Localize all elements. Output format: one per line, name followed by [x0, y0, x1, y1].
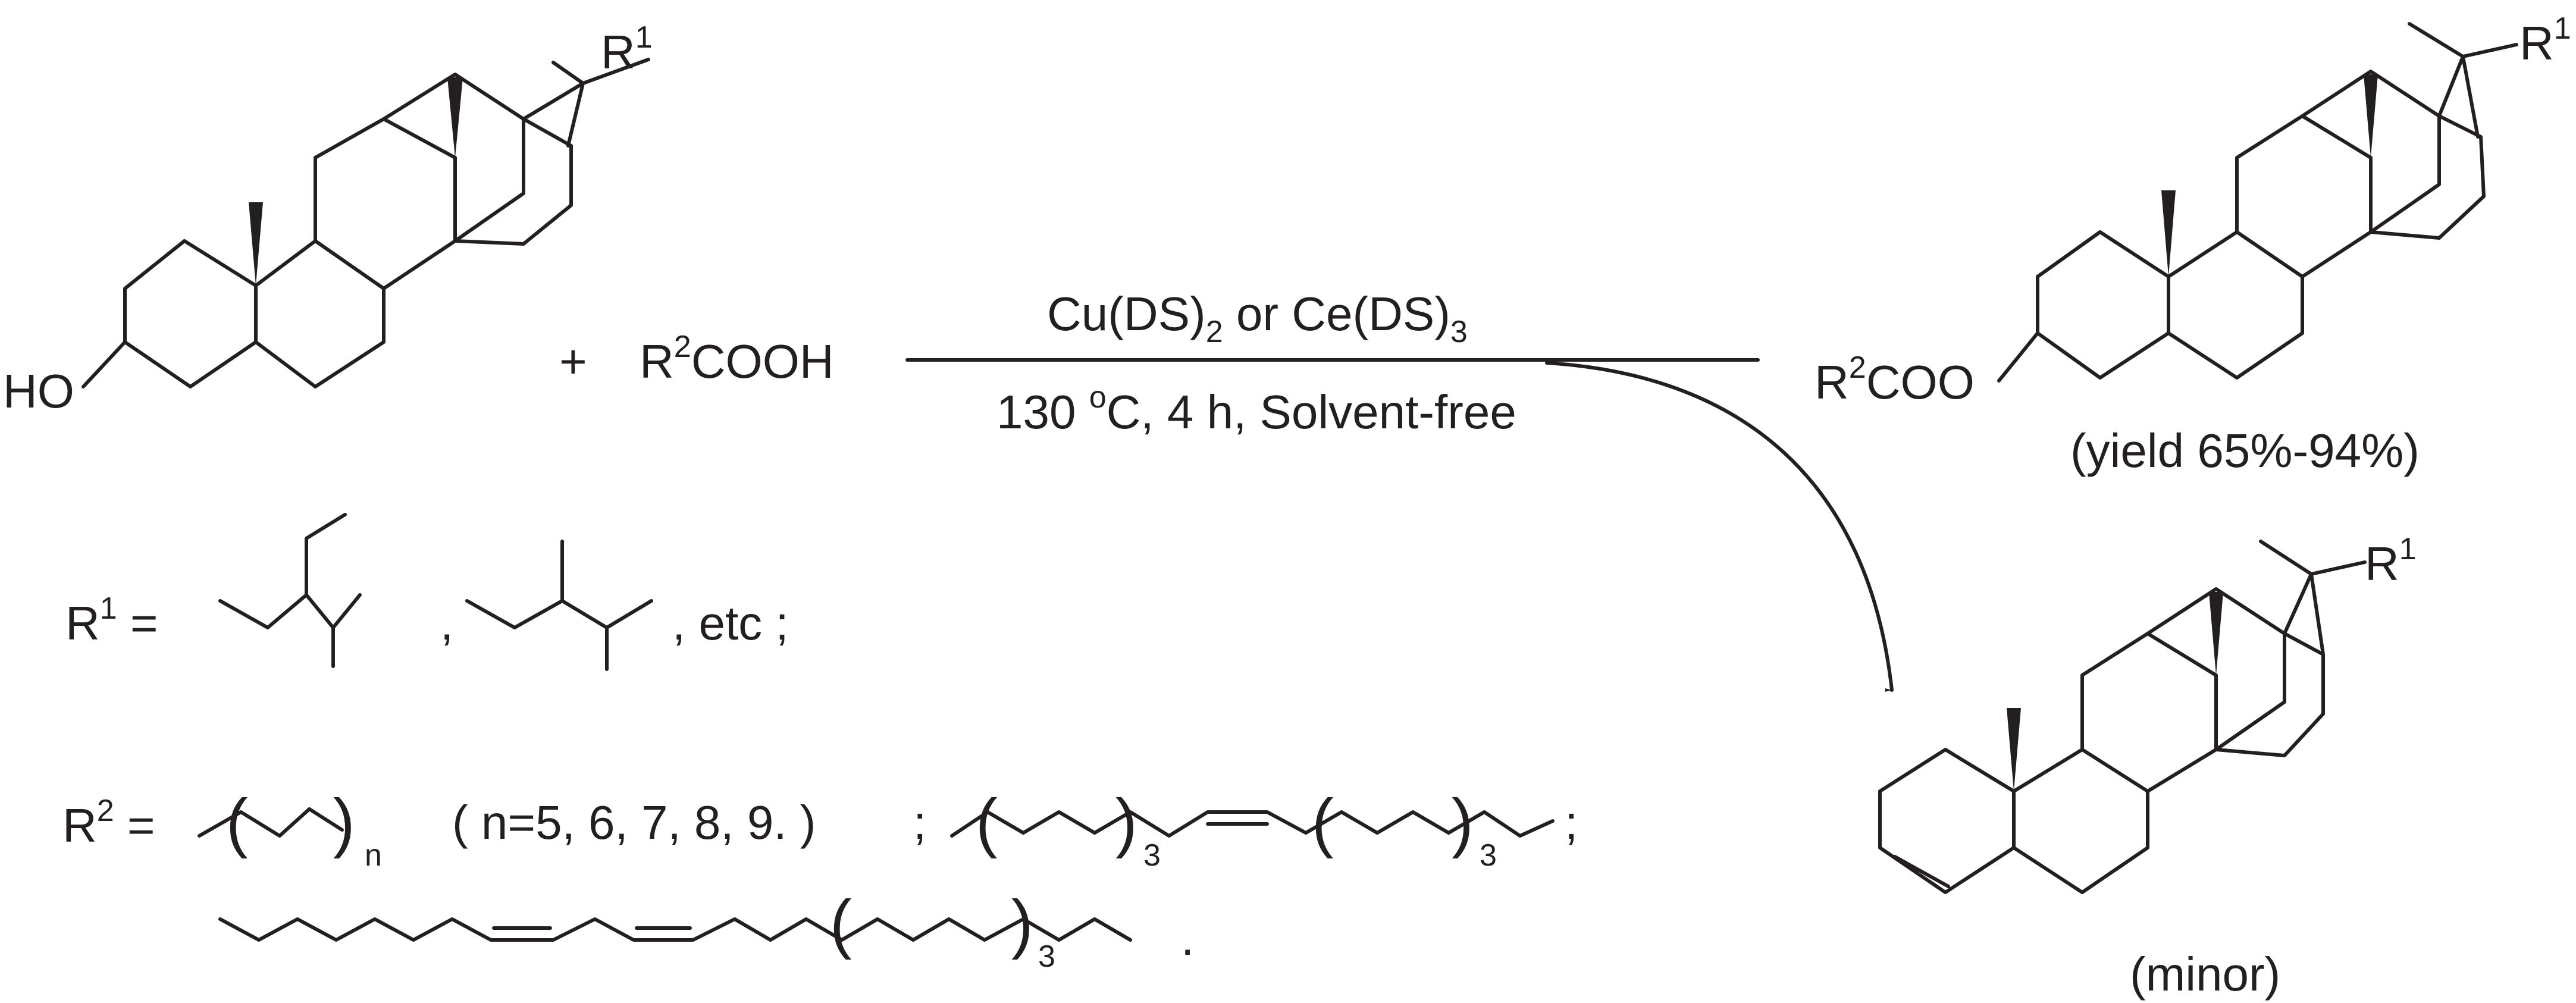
svg-text:R1: R1 — [601, 20, 653, 79]
svg-text:R1: R1 — [2519, 11, 2571, 70]
r2-oleyl-paren-close-2: ) — [1452, 786, 1474, 859]
r2-chain-n — [198, 807, 344, 838]
r1-substituent-b — [465, 540, 653, 671]
ester-methyl-wedge-c10 — [2161, 190, 2176, 277]
acid-rest: COOH — [691, 335, 834, 388]
svg-text:R2COO: R2COO — [1815, 350, 1975, 409]
r2-semicolon-1: ; — [913, 796, 926, 849]
r2-def-sup: 2 — [97, 794, 114, 828]
reactant-r1-sup: 1 — [635, 20, 653, 55]
r2-definition: R2 = ( ) n ( n=5, 6, 7, 8, 9. ) ; ( ) 3 … — [62, 786, 1578, 974]
r2-oleyl-paren-close-1: ) — [1115, 786, 1137, 859]
ester-r: R — [1815, 356, 1849, 409]
svg-text:R1: R1 — [2365, 532, 2417, 590]
r2-semicolon-2: ; — [1565, 796, 1578, 849]
plus-sign: + — [559, 335, 587, 388]
ester-sup: 2 — [1849, 350, 1866, 385]
r2-oleyl-chain — [950, 810, 1555, 838]
alkene-methyl-wedge-c10 — [2007, 708, 2021, 791]
svg-text:HO: HO — [3, 365, 74, 418]
r1-comma: , — [440, 597, 453, 650]
svg-text:R1 =: R1 = — [65, 591, 158, 650]
r1-def-eq: = — [117, 597, 158, 650]
r2-linoleyl-sub: 3 — [1038, 939, 1055, 974]
r2-oleyl-paren-open-1: ( — [976, 786, 998, 859]
r2-oleyl-sub-1: 3 — [1143, 838, 1161, 873]
catalyst-ce-sub: 3 — [1450, 315, 1468, 349]
r2-def-r: R — [62, 799, 97, 852]
r2-oleyl-sub-2: 3 — [1480, 838, 1497, 873]
sterol-methyl-wedge-c13 — [447, 77, 463, 158]
side-arrow-curve — [1545, 361, 1894, 692]
svg-text:Cu(DS)2 or Ce(DS)3: Cu(DS)2 or Ce(DS)3 — [1047, 287, 1468, 349]
alkene-ring-bonds — [1878, 540, 2367, 894]
r2-period: . — [1181, 912, 1194, 965]
svg-text:130 oC, 4 h, Solvent-free: 130 oC, 4 h, Solvent-free — [996, 380, 1516, 438]
r1-def-sup: 1 — [100, 591, 117, 626]
condition-temp: 130 — [996, 385, 1089, 438]
byproduct-r1-label: R — [2365, 537, 2399, 590]
r2-chain-n-sub: n — [365, 838, 382, 873]
catalyst-join: or Ce(DS) — [1223, 287, 1450, 340]
acid-r: R — [640, 335, 674, 388]
r2-linoleyl-paren-close: ) — [1011, 887, 1033, 960]
r2-chain-n-paren-close: ) — [333, 786, 355, 859]
sterol-ring-bonds — [123, 58, 650, 388]
byproduct-r1-sup: 1 — [2399, 532, 2417, 566]
minor-label: (minor) — [2130, 948, 2280, 1001]
ester-ring-bonds — [2036, 22, 2518, 380]
condition-degree: o — [1089, 380, 1107, 415]
product-ester: R2COO R1 (yield 65%-94%) — [1815, 11, 2571, 477]
r2-chain-n-paren-open: ( — [226, 786, 248, 859]
sterol-methyl-wedge-c10 — [249, 202, 263, 286]
ester-o-bond — [1997, 331, 2039, 383]
byproduct-alkene: R1 (minor) — [1878, 532, 2417, 1001]
r1-etc: , etc ; — [672, 597, 789, 650]
yield-label: (yield 65%-94%) — [2070, 424, 2420, 477]
catalyst-cu-sub: 2 — [1206, 315, 1223, 349]
ester-methyl-wedge-c13 — [2364, 74, 2378, 158]
r2-n-values: ( n=5, 6, 7, 8, 9. ) — [452, 796, 816, 849]
svg-text:R2COOH: R2COOH — [640, 330, 834, 388]
condition-rest: C, 4 h, Solvent-free — [1107, 385, 1516, 438]
alkene-methyl-wedge-c13 — [2209, 592, 2223, 675]
r1-def-r: R — [65, 597, 100, 650]
r2-def-eq: = — [114, 799, 155, 852]
catalyst-cu: Cu(DS) — [1047, 287, 1206, 340]
reactant-r1-label: R — [601, 26, 635, 79]
alkene-double-bond — [1893, 855, 1950, 888]
ester-rest: COO — [1866, 356, 1975, 409]
acid-sup: 2 — [674, 330, 691, 364]
r2-linoleyl-chain — [218, 917, 1132, 942]
reactant-sterol: HO R1 — [3, 20, 653, 418]
product-r1-label: R — [2519, 17, 2554, 70]
r2-linoleyl-paren-open: ( — [830, 887, 852, 960]
ho-label: HO — [3, 365, 74, 418]
product-r1-sup: 1 — [2554, 11, 2571, 46]
sterol-ho-bond — [82, 340, 127, 388]
r2-oleyl-paren-open-2: ( — [1312, 786, 1334, 859]
svg-text:R2 =: R2 = — [62, 794, 155, 852]
r1-substituent-a — [218, 513, 362, 668]
r1-definition: R1 = , , etc ; — [65, 513, 789, 671]
